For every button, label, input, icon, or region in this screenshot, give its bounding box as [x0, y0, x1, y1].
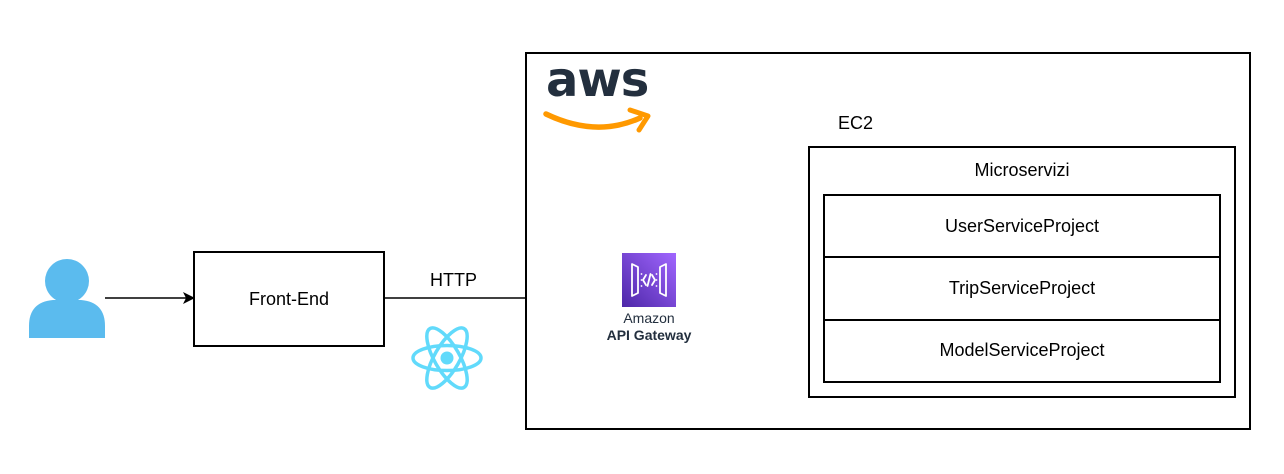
- front-end-box: Front-End: [193, 251, 385, 347]
- ec2-label: EC2: [838, 113, 874, 133]
- aws-logo: aws: [543, 52, 654, 134]
- http-label: HTTP: [430, 270, 477, 290]
- user-icon: [29, 259, 105, 338]
- service-row-user: UserServiceProject: [825, 196, 1219, 259]
- service-label: UserServiceProject: [944, 215, 1100, 236]
- api-gateway-label-line2: API Gateway: [606, 327, 692, 343]
- aws-smile-icon: [543, 107, 651, 133]
- service-row-trip: TripServiceProject: [825, 258, 1219, 321]
- react-icon: [411, 326, 483, 390]
- api-gateway-label-line1: Amazon: [623, 310, 675, 326]
- service-label: ModelServiceProject: [939, 340, 1105, 361]
- aws-logo-text: aws: [546, 52, 649, 108]
- microservices-title: Microservizi: [974, 159, 1070, 180]
- front-end-label: Front-End: [248, 288, 330, 309]
- service-label: TripServiceProject: [948, 277, 1096, 298]
- api-gateway-icon: [622, 253, 676, 307]
- service-row-model: ModelServiceProject: [825, 321, 1219, 381]
- services-stack: UserServiceProject TripServiceProject Mo…: [823, 194, 1221, 383]
- api-gateway-label: Amazon API Gateway: [589, 310, 709, 344]
